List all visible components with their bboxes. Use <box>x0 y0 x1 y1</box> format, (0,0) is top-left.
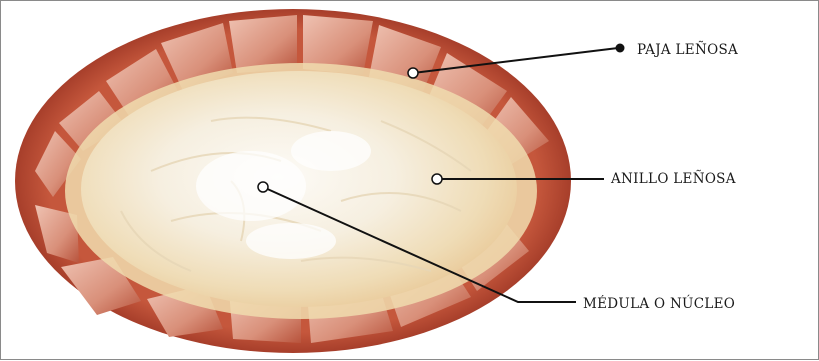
paja-marker-dot <box>408 68 418 78</box>
label-paja-lenosa: PAJA LEÑOSA <box>637 42 738 58</box>
medula-marker-dot <box>258 182 268 192</box>
paja-end-dot <box>616 44 625 53</box>
label-anillo-lenosa: ANILLO LEÑOSA <box>611 171 736 187</box>
anillo-marker-dot <box>432 174 442 184</box>
label-medula-nucleo: MÉDULA O NÚCLEO <box>583 296 735 312</box>
